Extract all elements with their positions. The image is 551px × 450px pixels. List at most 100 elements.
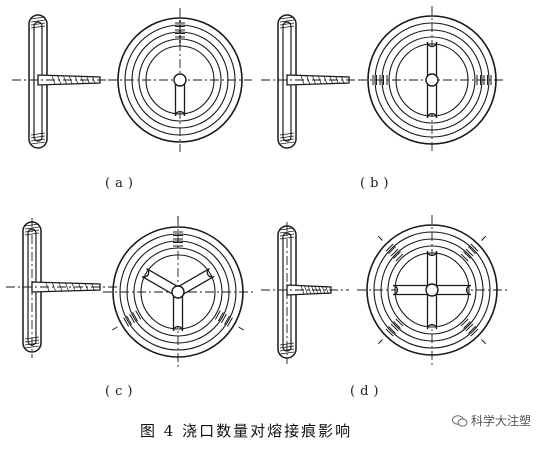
hatch-line <box>24 232 40 236</box>
weld-line-mark <box>390 248 399 257</box>
weld-line-mark <box>388 246 396 254</box>
hatch-line <box>279 132 295 136</box>
hatch-line <box>30 138 46 142</box>
weld-line-mark <box>132 312 139 322</box>
hatch-line <box>30 135 46 139</box>
hatch-line <box>30 132 46 136</box>
weld-line-mark <box>463 321 471 329</box>
runner-arm <box>141 268 182 297</box>
hatch-line <box>30 16 46 20</box>
weld-line-mark <box>214 310 221 320</box>
runner-arm <box>172 291 184 332</box>
hatch-line <box>279 141 295 145</box>
weld-line-mark <box>385 328 394 337</box>
weld-tick <box>377 235 383 241</box>
weld-line-mark <box>465 323 474 332</box>
hatch-line <box>71 282 76 292</box>
weld-line-mark <box>470 328 479 337</box>
weld-tick <box>481 235 487 241</box>
weld-line-mark <box>465 248 474 257</box>
mold-ring <box>117 17 243 143</box>
weld-line-mark <box>468 326 476 334</box>
panel-label-c: (c) <box>105 384 138 399</box>
runner-arm <box>392 284 433 296</box>
hatch-line <box>279 135 295 139</box>
side-view-c <box>6 218 118 358</box>
weld-line-mark <box>220 313 227 324</box>
weld-tick <box>238 326 245 331</box>
hatch-line <box>279 19 295 23</box>
hatch-line <box>30 141 46 145</box>
weld-line-mark <box>223 315 230 325</box>
front-view-c <box>103 216 253 367</box>
runner-arm <box>426 79 438 119</box>
weld-line-mark <box>468 246 476 254</box>
sprue-hub <box>173 73 187 87</box>
weld-line-mark <box>217 312 224 322</box>
side-view-d <box>261 222 349 364</box>
runner-arm <box>426 289 438 330</box>
weld-line-mark <box>129 313 136 324</box>
hatch-line <box>307 285 312 295</box>
front-view-a <box>108 8 252 152</box>
panel-label-a: (a) <box>105 176 138 191</box>
hatch-line <box>65 282 69 292</box>
weld-line-mark <box>227 317 233 327</box>
front-view-d <box>357 215 507 365</box>
panel-c <box>6 216 253 367</box>
hatch-line <box>304 285 308 295</box>
runner-arm <box>174 268 215 297</box>
weld-line-mark <box>135 310 142 320</box>
panel-label-b: (b) <box>360 176 394 191</box>
weld-tick <box>377 339 383 345</box>
front-view-b <box>358 6 506 154</box>
weld-line-mark <box>126 315 133 325</box>
hatch-line <box>325 285 329 295</box>
weld-line-mark <box>460 318 469 327</box>
hatch-line <box>321 285 326 295</box>
side-view-a <box>12 14 118 149</box>
weld-tick <box>481 339 487 345</box>
wechat-icon <box>452 414 468 426</box>
hatch-line <box>279 25 295 29</box>
runner-arm <box>431 284 472 296</box>
hatch-line <box>279 236 295 240</box>
runner-arm <box>426 250 438 291</box>
sprue-hub <box>425 73 439 87</box>
panel-d <box>261 215 507 365</box>
weld-line-mark <box>385 243 394 252</box>
panel-label-d: (d) <box>350 384 384 399</box>
sprue-hub <box>425 283 439 297</box>
hatch-line <box>24 345 40 349</box>
weld-line-mark <box>393 251 401 259</box>
hatch-line <box>30 25 46 29</box>
panel-b <box>261 6 506 154</box>
weld-line-mark <box>463 251 471 259</box>
figure-caption: 图 4 浇口数量对熔接痕影响 <box>140 422 353 440</box>
watermark: 科学大注塑 <box>452 412 531 429</box>
sprue-hub <box>171 285 185 299</box>
weld-tick <box>111 326 118 331</box>
hatch-line <box>24 226 40 230</box>
side-view-b <box>261 14 367 149</box>
hatch-line <box>279 230 295 234</box>
weld-line-mark <box>395 253 404 262</box>
weld-line-mark <box>388 326 396 334</box>
hatch-line <box>30 22 46 26</box>
hatch-line <box>279 22 295 26</box>
runner-arm <box>426 41 438 81</box>
weld-line-mark <box>395 318 404 327</box>
watermark-text: 科学大注塑 <box>471 414 532 428</box>
panel-a <box>12 8 252 152</box>
weld-line-mark <box>123 317 129 327</box>
hatch-line <box>30 19 46 23</box>
weld-line-mark <box>460 253 469 262</box>
weld-line-mark <box>393 321 401 329</box>
runner-arm <box>174 79 186 117</box>
hatch-line <box>279 138 295 142</box>
weld-line-mark <box>470 243 479 252</box>
weld-line-mark <box>390 323 399 332</box>
hatch-line <box>279 16 295 20</box>
